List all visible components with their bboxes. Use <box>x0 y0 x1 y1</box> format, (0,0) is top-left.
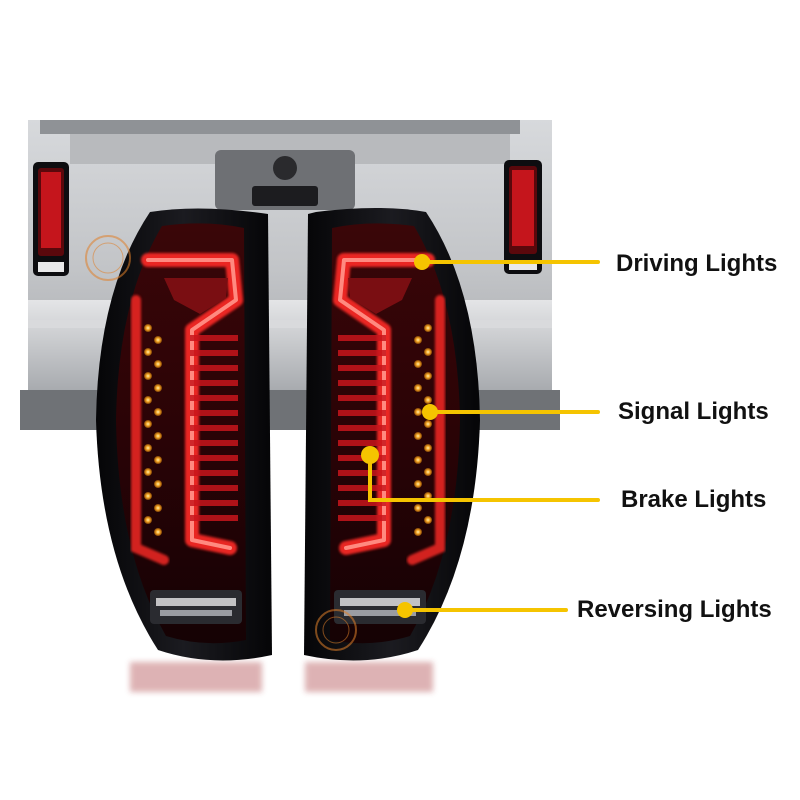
label-driving-lights: Driving Lights <box>616 250 778 277</box>
label-signal-lights: Signal Lights <box>618 398 769 425</box>
watermark-seal-icon <box>85 235 357 651</box>
callout-marker-signal <box>422 404 438 420</box>
brake-grid-left <box>190 335 238 521</box>
tail-lamp-right <box>304 208 480 661</box>
truck-taillight-left <box>33 162 69 276</box>
callout-marker-reversing <box>397 602 413 618</box>
callout-marker-brake <box>361 446 379 464</box>
driving-light-tube-left <box>131 253 243 565</box>
callout-line-brake <box>368 453 600 502</box>
signal-leds-right <box>414 324 432 536</box>
label-brake-lights: Brake Lights <box>621 486 767 513</box>
label-reversing-lights: Reversing Lights <box>577 596 772 623</box>
lamp-reflections <box>130 662 433 692</box>
tail-lamp-left <box>96 208 272 661</box>
callout-markers <box>361 254 438 618</box>
driving-light-tube-right <box>333 253 445 565</box>
truck-taillight-right <box>504 160 542 274</box>
callout-marker-driving <box>414 254 430 270</box>
signal-leds-left <box>144 324 162 536</box>
reversing-light-left <box>150 590 242 624</box>
callout-lines <box>368 260 600 612</box>
